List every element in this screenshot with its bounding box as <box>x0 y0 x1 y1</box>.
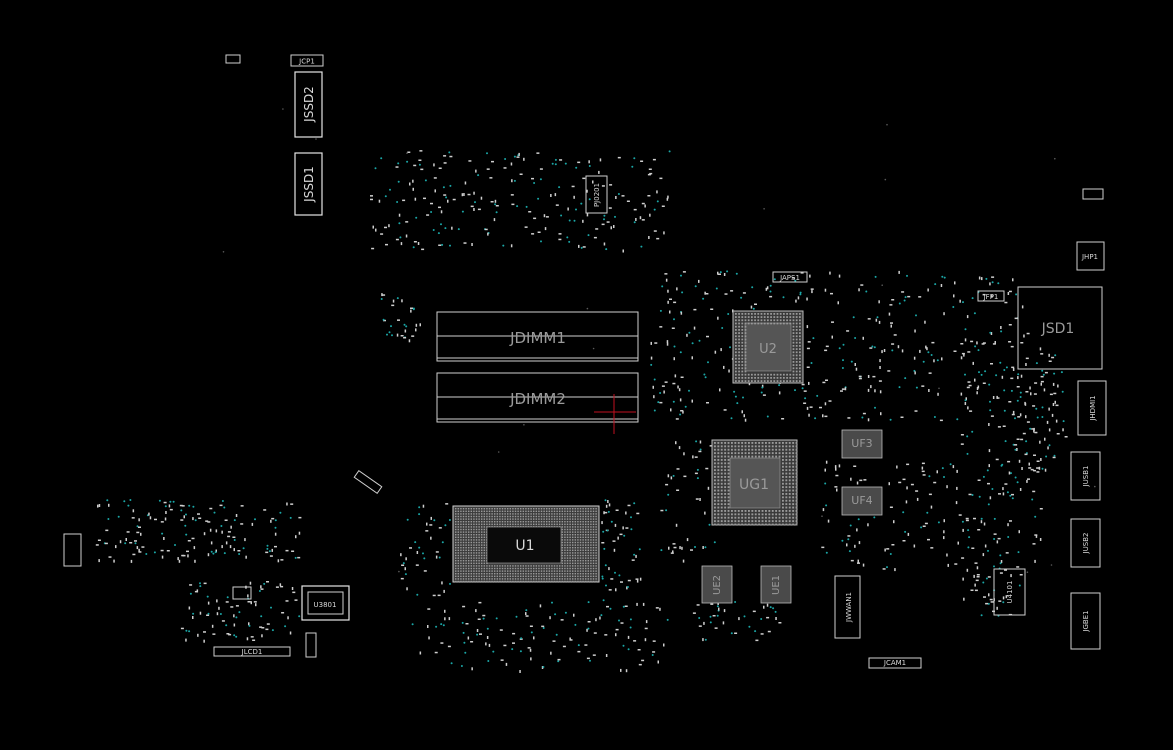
jusb1-connector[interactable] <box>1070 451 1101 501</box>
jwwan1-label: JWWAN1 <box>845 592 853 623</box>
u1-label: U1 <box>515 538 534 554</box>
left-edge-connector[interactable] <box>63 533 82 567</box>
ue2-chip[interactable] <box>701 565 733 604</box>
jdimm1-label: JDIMM1 <box>509 329 566 347</box>
ue2-label: UE2 <box>712 575 723 595</box>
small-component[interactable] <box>232 586 252 600</box>
jssd1-connector[interactable] <box>294 152 323 216</box>
jhp1-jack[interactable] <box>1076 241 1105 271</box>
jusb2-label: JUSB2 <box>1082 533 1090 555</box>
jusb1-label: JUSB1 <box>1082 466 1090 488</box>
ug1-chip[interactable] <box>711 439 798 526</box>
japs1-label: JAPS1 <box>779 274 800 282</box>
small-connector[interactable] <box>225 54 241 64</box>
jcp1-connector[interactable] <box>290 54 324 67</box>
jdimm1-slot[interactable] <box>436 311 639 362</box>
uf4-chip[interactable] <box>841 486 883 516</box>
ue1-chip[interactable] <box>760 565 792 604</box>
ug1-label: UG1 <box>739 477 769 493</box>
jssd2-connector[interactable] <box>294 71 323 138</box>
jgbe1-label: JGBE1 <box>1082 610 1090 632</box>
u3801-chip[interactable] <box>301 585 350 621</box>
japs1-connector[interactable] <box>772 271 808 283</box>
jusb2-connector[interactable] <box>1070 518 1101 568</box>
angled-component[interactable] <box>353 469 383 495</box>
pj0201-label: PJ0201 <box>593 183 601 207</box>
jwwan1-connector[interactable] <box>834 575 861 639</box>
jhdmi1-connector[interactable] <box>1077 380 1107 436</box>
jcp1-label: JCP1 <box>298 58 315 66</box>
u1-cpu[interactable] <box>452 505 600 583</box>
u2-chip[interactable] <box>732 310 804 384</box>
small-connector-top-right[interactable] <box>1082 188 1104 200</box>
jlcd1-connector[interactable] <box>213 646 291 657</box>
jfp1-connector[interactable] <box>977 290 1005 302</box>
jcam1-connector[interactable] <box>868 657 922 669</box>
jdimm2-label: JDIMM2 <box>509 390 566 408</box>
small-connector-bottom-left[interactable] <box>305 632 317 658</box>
jcam1-label: JCAM1 <box>883 659 906 667</box>
cursor-crosshair-marker <box>594 394 636 434</box>
uf3-chip[interactable] <box>841 429 883 459</box>
jhdmi1-label: JHDMI1 <box>1089 395 1097 421</box>
jsd1-label: JSD1 <box>1041 321 1075 337</box>
jssd2-label: JSSD2 <box>302 86 316 123</box>
u3801-inner <box>307 591 344 615</box>
u4101-label: U4101 <box>1006 581 1014 604</box>
u2-label: U2 <box>759 342 777 357</box>
jhp1-label: JHP1 <box>1081 253 1098 261</box>
component-pads <box>95 108 1096 673</box>
uf3-label: UF3 <box>851 437 872 450</box>
jsd1-card-reader[interactable] <box>1017 286 1103 370</box>
jdimm2-slot[interactable] <box>436 372 639 423</box>
uf4-label: UF4 <box>851 494 872 507</box>
jgbe1-connector[interactable] <box>1070 592 1101 650</box>
u4101-chip[interactable] <box>993 568 1026 616</box>
ue1-label: UE1 <box>771 575 782 595</box>
jfp1-label: JFP1 <box>983 293 999 301</box>
pj0201-component[interactable] <box>585 175 608 214</box>
jlcd1-label: JLCD1 <box>241 648 263 656</box>
jssd1-label: JSSD1 <box>302 166 316 203</box>
u3801-label: U3801 <box>314 601 337 609</box>
